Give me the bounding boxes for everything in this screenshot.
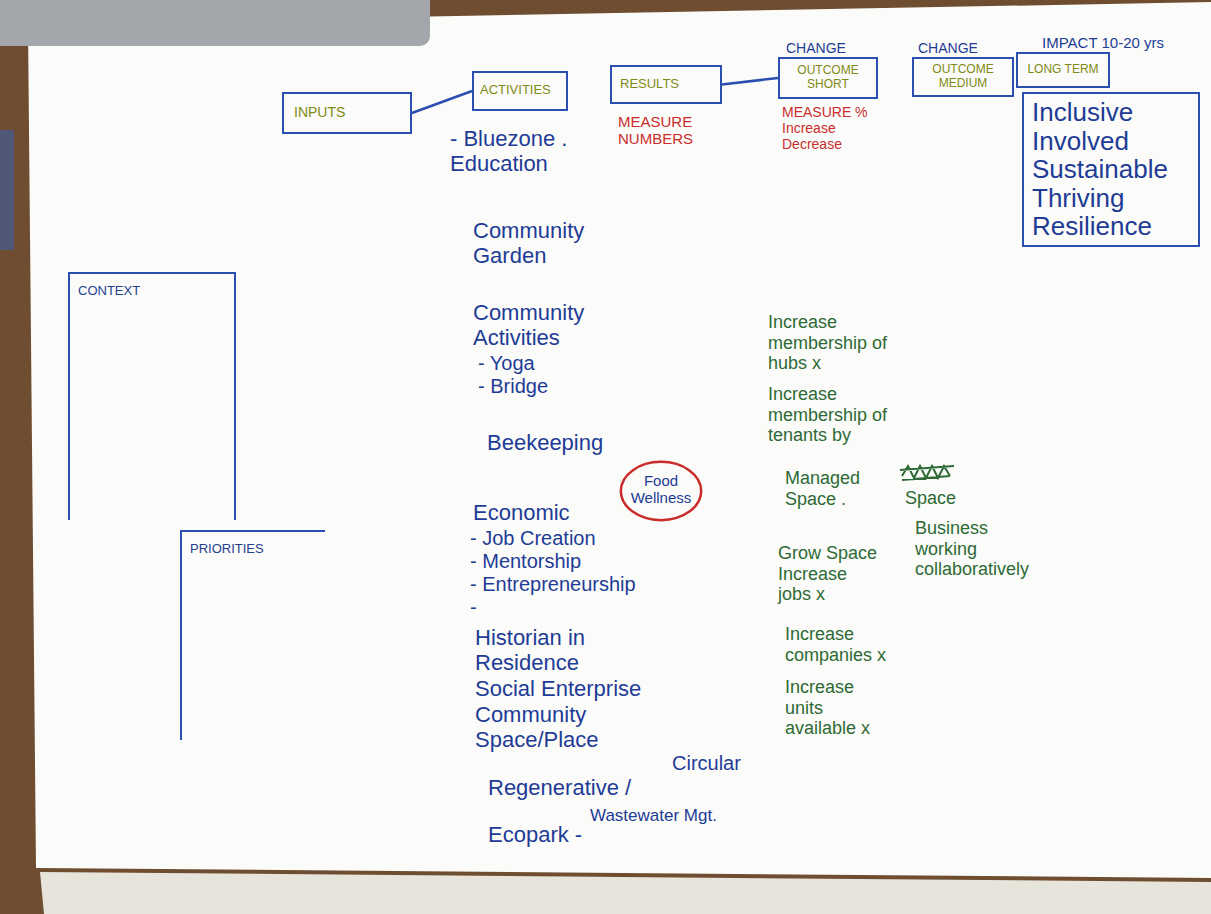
stage-box: ACTIVITIES — [472, 71, 568, 111]
outcome-note: Increase membership of tenants by — [768, 384, 893, 446]
context-frame: CONTEXT — [68, 272, 236, 520]
outcome-note: Increase companies x — [785, 624, 900, 665]
outcome-note: Grow Space Increase jobs x — [778, 543, 882, 605]
activity-item: - Yoga — [478, 352, 535, 375]
measure-note: MEASURE NUMBERS — [618, 113, 713, 148]
outcome-note: Managed Space . — [785, 468, 865, 509]
activity-text: - Bluezone . Education — [450, 126, 625, 177]
stage-box: RESULTS — [610, 65, 722, 104]
stage-box: INPUTS — [282, 92, 412, 134]
node-text: Food Wellness — [626, 472, 696, 507]
measure-note: MEASURE % Increase Decrease — [782, 104, 877, 152]
activity-text: Historian in Residence — [475, 625, 625, 676]
activity-item: - Entrepreneurship — [470, 573, 636, 596]
node-text: LONG TERM — [1024, 63, 1102, 77]
activity-text: Community Garden — [473, 218, 613, 269]
outcome-note: Increase membership of hubs x — [768, 312, 888, 374]
outcome-note: Increase units available x — [785, 677, 885, 739]
stage-box: IMPACT 10-20 yrsLONG TERM — [1016, 52, 1110, 88]
activity-text: Beekeeping — [487, 430, 603, 455]
node-text: PRIORITIES — [190, 542, 317, 557]
priorities-frame: PRIORITIES — [180, 530, 325, 740]
laptop-corner — [0, 0, 430, 46]
lower-sheet — [40, 872, 1211, 914]
activity-text: Social Enterprise — [475, 676, 641, 701]
node-text: ACTIVITIES — [480, 83, 560, 98]
activity-text: Community Activities — [473, 300, 603, 351]
node-text: INPUTS — [294, 104, 400, 120]
circle-outline-shape — [621, 462, 701, 520]
activity-text: Regenerative / — [488, 775, 631, 800]
node-text: OUTCOME MEDIUM — [920, 63, 1006, 91]
stage-heading: CHANGE — [918, 40, 978, 59]
stage-heading: IMPACT 10-20 yrs — [1042, 34, 1164, 54]
stage-box: CHANGEOUTCOME SHORT — [778, 57, 878, 99]
activity-item: - — [470, 596, 477, 619]
impact-list-box: Inclusive Involved Sustainable Thriving … — [1022, 92, 1200, 247]
stage-heading: CHANGE — [786, 40, 846, 59]
node-text: OUTCOME SHORT — [786, 64, 870, 92]
node-text: RESULTS — [620, 77, 712, 92]
outcome-note: Space — [905, 488, 956, 509]
activity-text: Ecopark - — [488, 822, 582, 847]
connector-line — [722, 78, 778, 84]
stage-box: CHANGEOUTCOME MEDIUM — [912, 57, 1014, 97]
node-text: CONTEXT — [78, 284, 226, 299]
outcome-note: Business working collaboratively — [915, 518, 1040, 580]
activity-item: - Mentorship — [470, 550, 581, 573]
activity-item: - Job Creation — [470, 527, 596, 550]
paper-sheet — [28, 2, 1211, 878]
activity-text: Circular — [672, 752, 741, 775]
activity-text: Community Space/Place — [475, 702, 625, 753]
activity-text: Economic — [473, 500, 570, 525]
circled-note: Food Wellness — [620, 460, 702, 522]
node-text: Inclusive Involved Sustainable Thriving … — [1032, 98, 1182, 241]
edge-object — [0, 130, 14, 250]
activity-text: Wastewater Mgt. — [590, 806, 717, 826]
crossed-out-word — [900, 466, 954, 480]
connector-line — [412, 91, 472, 113]
activity-item: - Bridge — [478, 375, 548, 398]
